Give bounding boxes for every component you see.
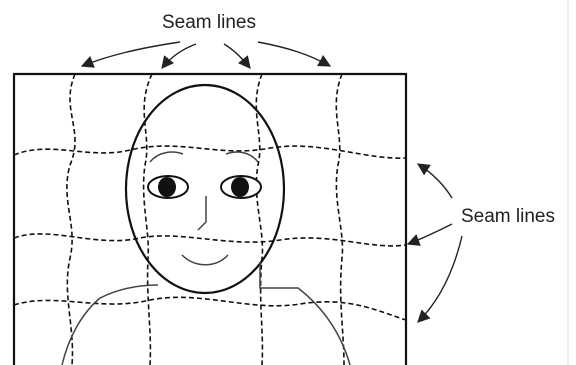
seam-lines-right-label: Seam lines [461, 206, 555, 227]
vertical-seam-line [336, 74, 344, 365]
arrow-icon [418, 164, 452, 198]
arrow-icon [408, 224, 452, 244]
seam-lines-top-label: Seam lines [162, 12, 256, 33]
left-eyebrow-icon [150, 152, 183, 162]
arrow-icon [82, 42, 180, 66]
top-label-arrows [82, 42, 330, 68]
mouth-icon [182, 255, 228, 265]
right-label-arrows [408, 164, 462, 322]
right-eyebrow-icon [226, 152, 258, 162]
nose-icon [198, 196, 206, 230]
left-shoulder-outline [62, 285, 158, 365]
horizontal-seam-lines [14, 146, 406, 320]
vertical-seam-line [67, 74, 75, 365]
right-eye-icon [221, 176, 261, 198]
left-eye-icon [148, 176, 188, 198]
arrow-icon [162, 44, 196, 68]
arrow-icon [258, 42, 330, 66]
horizontal-seam-line [14, 297, 406, 320]
right-shoulder-outline [260, 262, 350, 365]
arrow-icon [418, 236, 462, 322]
arrow-icon [224, 44, 250, 68]
